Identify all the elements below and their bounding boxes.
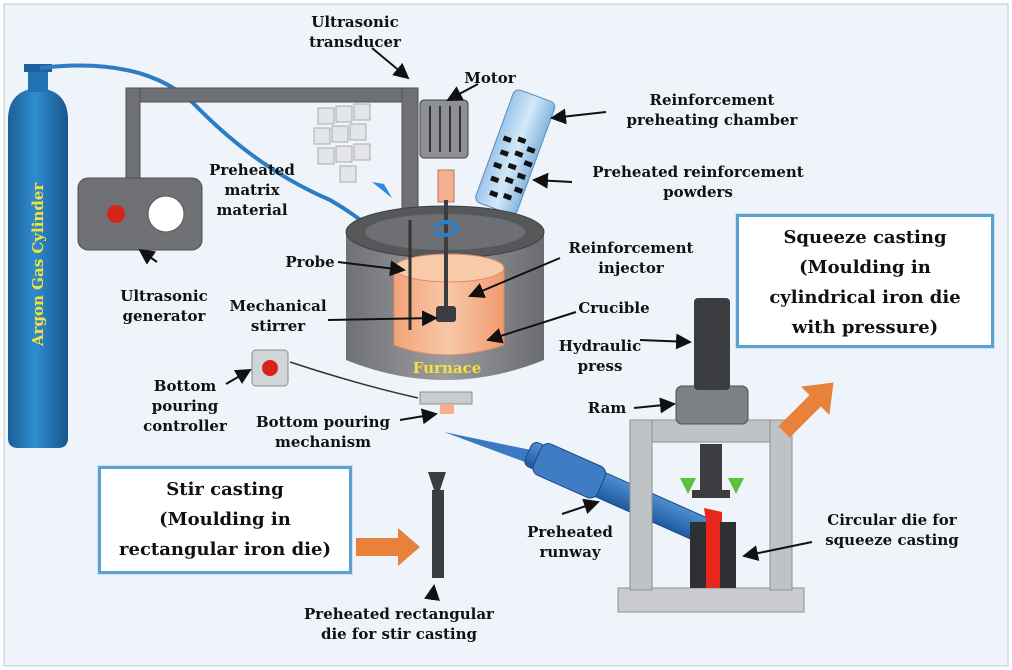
preheated-runway: [444, 432, 715, 545]
pressure-arrows: [680, 478, 744, 494]
label-argon-gas-cylinder: Argon Gas Cylinder: [29, 182, 47, 346]
bottom-pouring-mechanism: [419, 391, 473, 405]
label-motor: Motor: [464, 69, 516, 87]
stirrer-impeller: [436, 306, 456, 322]
leader-arrows: [138, 47, 813, 601]
motor: [419, 99, 469, 159]
matrix-feed-arrow: [372, 182, 392, 198]
squeeze-casting-arrow: [778, 382, 834, 438]
squeeze-casting-box: Squeeze casting(Moulding in cylindrical …: [736, 214, 994, 348]
generator-dial: [147, 195, 185, 233]
ultrasonic-generator: [77, 177, 203, 251]
argon-gas-cylinder: [8, 64, 68, 448]
stir-casting-arrow: [356, 528, 420, 566]
label-ram: Ram: [587, 399, 627, 417]
transducer-frame: [125, 87, 419, 221]
bottom-pour-nozzle: [440, 404, 454, 414]
controller-wire: [289, 361, 419, 399]
rectangular-die: [428, 472, 446, 578]
bottom-pouring-controller-box: [251, 349, 289, 387]
label-probe: Probe: [285, 253, 335, 271]
label-crucible: Crucible: [578, 299, 650, 317]
rotation-arrow: [432, 220, 461, 238]
label-furnace: Furnace: [412, 359, 482, 377]
circular-die: [690, 508, 736, 588]
motor-coupling: [437, 169, 455, 203]
hydraulic-press: [617, 298, 805, 613]
generator-red-light: [107, 205, 125, 223]
reinforcement-chamber: [475, 89, 556, 215]
matrix-material-blocks: [313, 103, 371, 183]
